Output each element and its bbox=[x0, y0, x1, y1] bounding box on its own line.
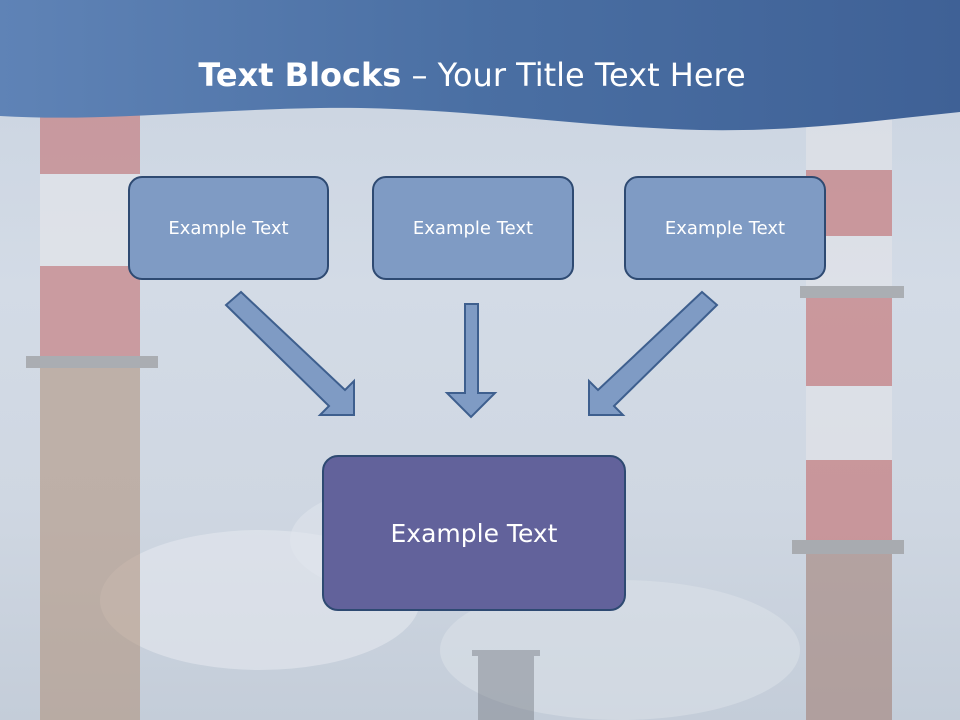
text-block-right[interactable]: Example Text bbox=[624, 176, 826, 280]
slide-title: Text Blocks – Your Title Text Here bbox=[0, 52, 944, 98]
text-block-left[interactable]: Example Text bbox=[128, 176, 329, 280]
text-block-right-label: Example Text bbox=[664, 217, 786, 239]
text-block-main[interactable]: Example Text bbox=[322, 455, 626, 611]
text-block-main-label: Example Text bbox=[390, 518, 558, 548]
arrow-right-icon bbox=[588, 290, 719, 416]
arrow-left-icon bbox=[224, 290, 355, 416]
text-block-center-label: Example Text bbox=[412, 217, 534, 239]
arrow-down-icon bbox=[444, 303, 498, 419]
text-block-center[interactable]: Example Text bbox=[372, 176, 574, 280]
title-rest-part: – Your Title Text Here bbox=[401, 56, 746, 94]
text-block-left-label: Example Text bbox=[168, 217, 289, 239]
title-bold-part: Text Blocks bbox=[198, 56, 402, 94]
header-band bbox=[0, 0, 960, 131]
